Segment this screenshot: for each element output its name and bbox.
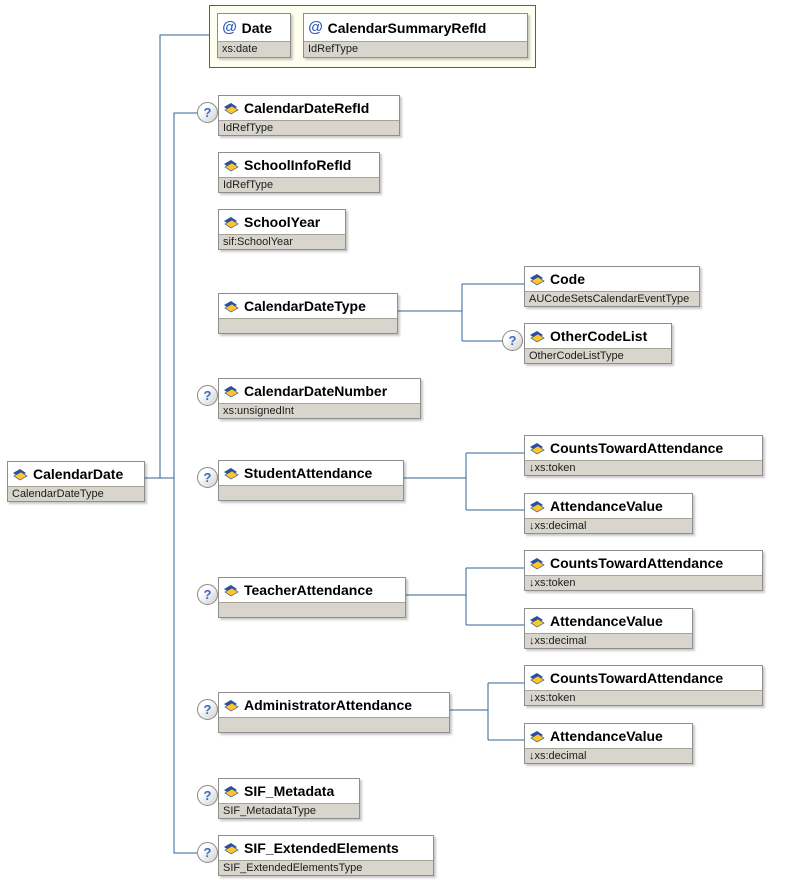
node-student-attendance[interactable]: StudentAttendance xyxy=(218,460,404,501)
attribute-icon: @ xyxy=(308,19,323,36)
element-name: AttendanceValue xyxy=(550,613,663,629)
element-type xyxy=(219,485,403,500)
element-type: IdRefType xyxy=(219,120,399,135)
optional-icon: ? xyxy=(197,385,218,406)
element-name: StudentAttendance xyxy=(244,465,373,481)
element-type xyxy=(219,717,449,732)
node-teacher-counts-toward-attendance[interactable]: CountsTowardAttendance ↓xs:token xyxy=(524,550,763,591)
attribute-name: CalendarSummaryRefId xyxy=(327,19,487,36)
element-icon xyxy=(223,785,239,798)
node-student-attendance-value[interactable]: AttendanceValue ↓xs:decimal xyxy=(524,493,693,534)
node-sif-extended-elements[interactable]: SIF_ExtendedElements SIF_ExtendedElement… xyxy=(218,835,434,876)
element-icon xyxy=(223,842,239,855)
optional-icon: ? xyxy=(502,330,523,351)
element-icon xyxy=(529,330,545,343)
element-type: ↓xs:token xyxy=(525,690,762,705)
element-icon xyxy=(223,300,239,313)
node-calendar-date-type[interactable]: CalendarDateType xyxy=(218,293,398,334)
element-name: Code xyxy=(550,271,585,287)
optional-icon: ? xyxy=(197,584,218,605)
element-icon xyxy=(529,500,545,513)
element-icon xyxy=(223,385,239,398)
element-type xyxy=(219,602,405,617)
node-sif-metadata[interactable]: SIF_Metadata SIF_MetadataType xyxy=(218,778,360,819)
node-student-counts-toward-attendance[interactable]: CountsTowardAttendance ↓xs:token xyxy=(524,435,763,476)
optional-icon: ? xyxy=(197,467,218,488)
element-icon xyxy=(223,699,239,712)
element-type: CalendarDateType xyxy=(8,486,144,501)
element-name: CountsTowardAttendance xyxy=(550,440,724,456)
element-name: AttendanceValue xyxy=(550,498,663,514)
element-name: CountsTowardAttendance xyxy=(550,555,724,571)
element-type: ↓xs:decimal xyxy=(525,633,692,648)
element-type xyxy=(219,318,397,333)
element-name: TeacherAttendance xyxy=(244,582,373,598)
optional-icon: ? xyxy=(197,102,218,123)
node-school-year[interactable]: SchoolYear sif:SchoolYear xyxy=(218,209,346,250)
element-icon xyxy=(529,557,545,570)
element-type: xs:unsignedInt xyxy=(219,403,420,418)
node-school-info-refid[interactable]: SchoolInfoRefId IdRefType xyxy=(218,152,380,193)
node-teacher-attendance-value[interactable]: AttendanceValue ↓xs:decimal xyxy=(524,608,693,649)
element-type: ↓xs:token xyxy=(525,575,762,590)
attribute-icon: @ xyxy=(222,19,237,36)
element-type: IdRefType xyxy=(219,177,379,192)
node-other-code-list[interactable]: OtherCodeList OtherCodeListType xyxy=(524,323,672,364)
element-icon xyxy=(223,159,239,172)
element-name: AttendanceValue xyxy=(550,728,663,744)
attribute-type: IdRefType xyxy=(304,41,527,57)
element-name: CalendarDateNumber xyxy=(244,383,388,399)
element-type: SIF_MetadataType xyxy=(219,803,359,818)
element-icon xyxy=(12,468,28,481)
attribute-name: Date xyxy=(241,19,272,36)
element-name: OtherCodeList xyxy=(550,328,648,344)
element-type: ↓xs:decimal xyxy=(525,518,692,533)
optional-icon: ? xyxy=(197,785,218,806)
node-calendar-date-refid[interactable]: CalendarDateRefId IdRefType xyxy=(218,95,400,136)
element-type: ↓xs:decimal xyxy=(525,748,692,763)
attribute-type: xs:date xyxy=(218,41,290,57)
element-icon xyxy=(529,615,545,628)
element-name: SchoolYear xyxy=(244,214,321,230)
element-icon xyxy=(223,216,239,229)
element-type: OtherCodeListType xyxy=(525,348,671,363)
node-calendar-date[interactable]: CalendarDate CalendarDateType xyxy=(7,461,145,502)
element-name: SchoolInfoRefId xyxy=(244,157,352,173)
attribute-node-date[interactable]: @ Date xs:date xyxy=(217,13,291,58)
element-type: ↓xs:token xyxy=(525,460,762,475)
element-icon xyxy=(223,467,239,480)
element-name: CalendarDateRefId xyxy=(244,100,370,116)
element-name: CountsTowardAttendance xyxy=(550,670,724,686)
element-type: sif:SchoolYear xyxy=(219,234,345,249)
node-admin-counts-toward-attendance[interactable]: CountsTowardAttendance ↓xs:token xyxy=(524,665,763,706)
element-icon xyxy=(223,102,239,115)
attribute-node-calendar-summary-refid[interactable]: @ CalendarSummaryRefId IdRefType xyxy=(303,13,528,58)
element-icon xyxy=(529,672,545,685)
element-icon xyxy=(529,730,545,743)
element-name: CalendarDateType xyxy=(244,298,366,314)
element-name: CalendarDate xyxy=(33,466,124,482)
node-admin-attendance-value[interactable]: AttendanceValue ↓xs:decimal xyxy=(524,723,693,764)
node-calendar-date-number[interactable]: CalendarDateNumber xs:unsignedInt xyxy=(218,378,421,419)
element-icon xyxy=(529,442,545,455)
node-code[interactable]: Code AUCodeSetsCalendarEventType xyxy=(524,266,700,307)
node-teacher-attendance[interactable]: TeacherAttendance xyxy=(218,577,406,618)
node-administrator-attendance[interactable]: AdministratorAttendance xyxy=(218,692,450,733)
element-icon xyxy=(223,584,239,597)
optional-icon: ? xyxy=(197,699,218,720)
element-type: AUCodeSetsCalendarEventType xyxy=(525,291,699,306)
element-type: SIF_ExtendedElementsType xyxy=(219,860,433,875)
element-icon xyxy=(529,273,545,286)
element-name: SIF_Metadata xyxy=(244,783,335,799)
element-name: SIF_ExtendedElements xyxy=(244,840,399,856)
element-name: AdministratorAttendance xyxy=(244,697,413,713)
optional-icon: ? xyxy=(197,842,218,863)
